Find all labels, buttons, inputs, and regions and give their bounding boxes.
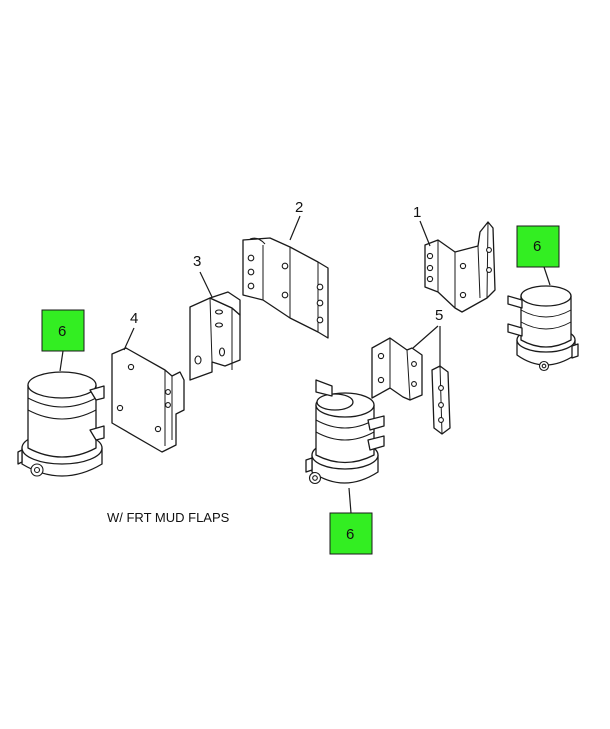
callout-part-2: 2 <box>295 199 303 216</box>
bracket-part-1 <box>424 221 496 313</box>
bracket-part-5 <box>371 337 451 435</box>
callout-part-6-left: 6 <box>58 323 66 340</box>
callout-box-part-6-left <box>41 309 85 352</box>
canister-part-6-left <box>17 371 105 477</box>
canister-part-6-right <box>507 285 579 372</box>
callout-box-part-6-center <box>329 512 373 555</box>
note-front-mud-flaps: W/ FRT MUD FLAPS <box>107 510 230 525</box>
callout-part-5: 5 <box>435 307 443 324</box>
callout-part-4: 4 <box>130 310 138 327</box>
bracket-part-2 <box>242 237 329 339</box>
callout-part-3: 3 <box>193 253 201 270</box>
callout-part-1: 1 <box>413 204 421 221</box>
callout-part-6-center: 6 <box>346 526 354 543</box>
callout-part-6-right: 6 <box>533 238 541 255</box>
bracket-part-3 <box>189 291 241 381</box>
callout-box-part-6-right <box>516 225 560 268</box>
canister-part-6-center <box>305 379 385 485</box>
bracket-part-4 <box>111 347 185 453</box>
